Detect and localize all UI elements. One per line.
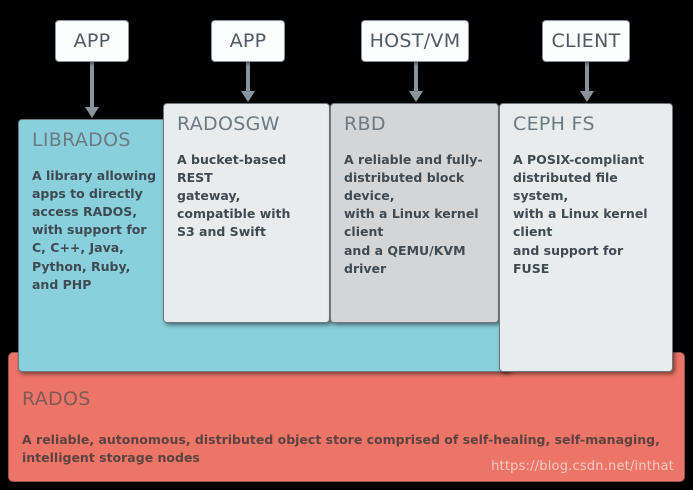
panel-cephfs-description: A POSIX-compliant distributed file syste…	[513, 151, 648, 276]
panel-rados-description: A reliable, autonomous, distributed obje…	[22, 432, 660, 466]
panel-rbd[interactable]: RBD A reliable and fully- distributed bl…	[330, 103, 499, 323]
arrowhead-client-to-cephfs	[580, 91, 594, 102]
connector-app-to-radosgw	[246, 62, 250, 94]
panel-radosgw[interactable]: RADOSGW A bucket-based REST gateway, com…	[163, 103, 330, 323]
arrowhead-hostvm-to-rbd	[409, 91, 423, 102]
actor-label: APP	[73, 29, 111, 52]
panel-rados-title: RADOS	[22, 388, 91, 410]
arrowhead-app-to-radosgw	[241, 91, 255, 102]
panel-radosgw-title: RADOSGW	[177, 113, 280, 135]
panel-radosgw-description: A bucket-based REST gateway, compatible …	[177, 151, 291, 240]
panel-cephfs[interactable]: CEPH FS A POSIX-compliant distributed fi…	[499, 103, 673, 372]
connector-hostvm-to-rbd	[414, 62, 418, 94]
actor-box-app-librados[interactable]: APP	[55, 20, 129, 62]
actor-label: APP	[229, 29, 267, 52]
actor-box-client[interactable]: CLIENT	[542, 20, 630, 62]
panel-rbd-description: A reliable and fully- distributed block …	[344, 151, 483, 276]
panel-librados-description: A library allowing apps to directly acce…	[32, 167, 157, 292]
connector-client-to-cephfs	[585, 62, 589, 94]
actor-label: HOST/VM	[369, 29, 461, 52]
panel-librados-title: LIBRADOS	[32, 129, 131, 151]
arrowhead-app-to-librados	[85, 107, 99, 118]
panel-rbd-title: RBD	[344, 113, 386, 135]
watermark-url: https://blog.csdn.net/inthat	[491, 459, 674, 474]
panel-rados[interactable]: RADOS A reliable, autonomous, distribute…	[8, 352, 685, 482]
panel-cephfs-title: CEPH FS	[513, 113, 595, 135]
actor-box-host-vm[interactable]: HOST/VM	[361, 20, 469, 62]
actor-label: CLIENT	[551, 29, 621, 52]
actor-box-app-radosgw[interactable]: APP	[211, 20, 285, 62]
connector-app-to-librados	[90, 62, 94, 110]
